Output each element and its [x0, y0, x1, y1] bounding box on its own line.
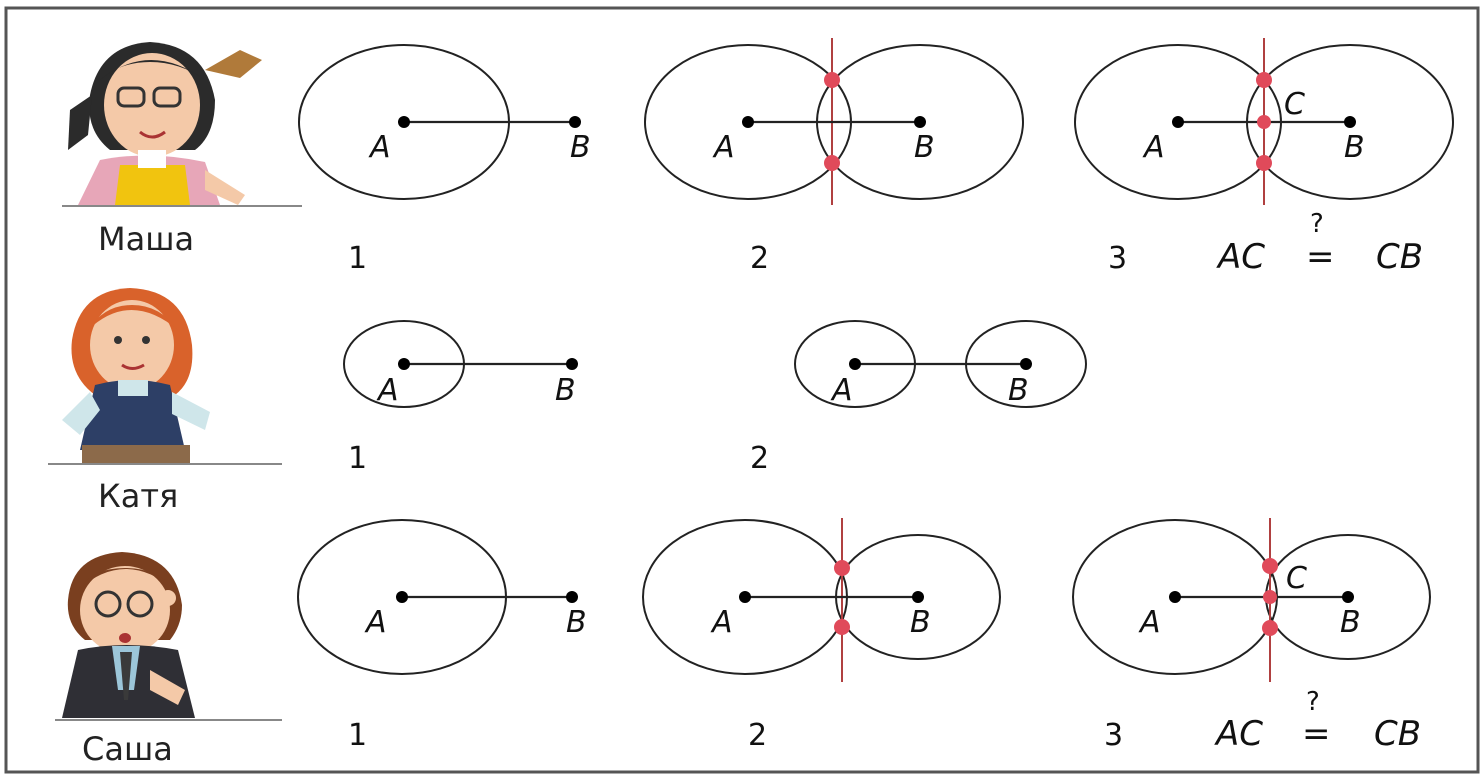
intersection-point-bottom [1256, 155, 1272, 171]
intersection-point-top [1256, 72, 1272, 88]
equation-left: AC [1214, 714, 1263, 754]
point-a [1172, 116, 1184, 128]
label-c: C [1286, 561, 1307, 596]
point-b [1020, 358, 1032, 370]
intersection-point-top [824, 72, 840, 88]
label-b: B [910, 605, 931, 640]
sasha-step-1: A B 1 [297, 519, 587, 753]
label-a: A [364, 605, 387, 640]
row-sasha: Саша A B 1 A B 2 [55, 518, 1431, 768]
point-b [1344, 116, 1356, 128]
step-number: 1 [348, 441, 367, 476]
intersection-point-bottom [1262, 620, 1278, 636]
masha-step-1: A B 1 [298, 44, 591, 276]
label-a: A [1138, 605, 1161, 640]
label-b: B [1344, 130, 1365, 165]
row-masha: Маша A B 1 A B 2 [62, 38, 1454, 277]
masha-step-3: A B C 3 AC = ? CB [1074, 38, 1454, 277]
point-b [912, 591, 924, 603]
label-b: B [1008, 373, 1029, 408]
label-b: B [555, 373, 576, 408]
katya-step-1: A B 1 [343, 320, 578, 476]
point-c [1263, 590, 1277, 604]
sasha-name: Саша [82, 730, 173, 768]
intersection-point-bottom [834, 619, 850, 635]
equation-sign: = [1302, 714, 1331, 754]
frame-border [4, 6, 1480, 774]
point-b [566, 358, 578, 370]
label-b: B [566, 605, 587, 640]
katya-step-2: A B 2 [750, 320, 1087, 476]
point-a [1169, 591, 1181, 603]
masha-avatar [68, 42, 262, 205]
label-b: B [570, 130, 591, 165]
point-b [569, 116, 581, 128]
equation-left: AC [1216, 237, 1265, 277]
intersection-point-top [1262, 558, 1278, 574]
label-a: A [376, 373, 399, 408]
equation-question-mark: ? [1306, 687, 1320, 717]
step-number: 2 [750, 241, 769, 276]
row-katya: Катя A B 1 A B 2 [48, 288, 1087, 515]
point-b [566, 591, 578, 603]
label-a: A [712, 130, 735, 165]
step-number: 2 [750, 441, 769, 476]
label-a: A [368, 130, 391, 165]
katya-avatar [62, 288, 210, 463]
label-b: B [1340, 605, 1361, 640]
sasha-step-3: A B C 3 AC = ? CB [1072, 518, 1431, 754]
masha-name: Маша [98, 220, 194, 258]
point-b [1342, 591, 1354, 603]
label-b: B [914, 130, 935, 165]
label-a: A [710, 605, 733, 640]
point-c [1257, 115, 1271, 129]
intersection-point-top [834, 560, 850, 576]
equation-sign: = [1306, 237, 1335, 277]
step-number: 1 [348, 718, 367, 753]
label-a: A [830, 373, 853, 408]
point-a [396, 591, 408, 603]
masha-step-2: A B 2 [644, 38, 1024, 276]
sasha-step-2: A B 2 [642, 518, 1001, 753]
point-a [742, 116, 754, 128]
point-a [398, 116, 410, 128]
label-a: A [1142, 130, 1165, 165]
equation-right: CB [1374, 714, 1421, 754]
point-b [914, 116, 926, 128]
step-number: 2 [748, 718, 767, 753]
equation-question-mark: ? [1310, 209, 1324, 239]
point-a [849, 358, 861, 370]
point-a [739, 591, 751, 603]
katya-name: Катя [98, 477, 178, 515]
step-number: 3 [1104, 718, 1123, 753]
equation-right: CB [1376, 237, 1423, 277]
step-number: 3 [1108, 241, 1127, 276]
intersection-point-bottom [824, 155, 840, 171]
sasha-avatar [62, 552, 195, 718]
step-number: 1 [348, 241, 367, 276]
point-a [398, 358, 410, 370]
label-c: C [1284, 87, 1305, 122]
